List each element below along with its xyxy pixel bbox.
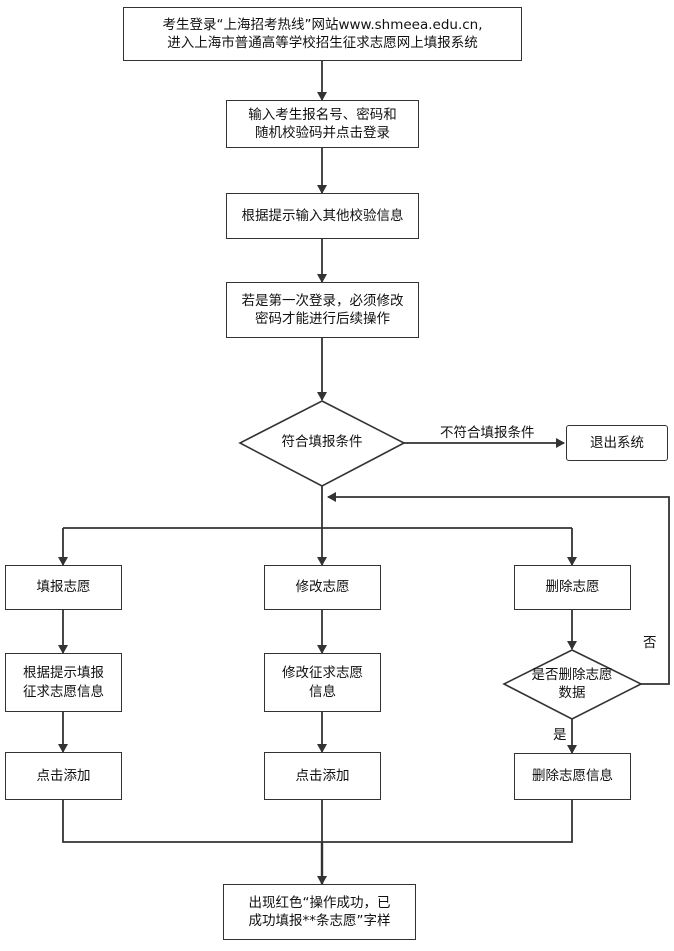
first-login-step: 若是第一次登录，必须修改 密码才能进行后续操作 xyxy=(226,282,419,338)
edge-confirm-no-loop xyxy=(327,492,670,685)
edge-add1-merge xyxy=(62,800,322,843)
success-message-step: 出现红色“操作成功，已 成功填报**条志愿”字样 xyxy=(223,884,416,940)
delete-confirm-diamond xyxy=(502,649,643,720)
condition-label: 符合填报条件 xyxy=(281,434,363,451)
click-add-step-1: 点击添加 xyxy=(5,752,122,800)
delete-info-step: 删除志愿信息 xyxy=(514,753,631,800)
modify-info-step: 修改征求志愿 信息 xyxy=(264,653,381,712)
not-eligible-label: 不符合填报条件 xyxy=(440,425,535,441)
fill-volunteer-step: 填报志愿 xyxy=(5,565,122,610)
delete-confirm-label: 是否删除志愿 数据 xyxy=(531,667,613,701)
delete-volunteer-step: 删除志愿 xyxy=(514,565,631,610)
fill-info-step: 根据提示填报 征求志愿信息 xyxy=(5,653,122,712)
yes-label: 是 xyxy=(553,727,567,743)
enter-credentials-step: 输入考生报名号、密码和 随机校验码并点击登录 xyxy=(226,100,419,148)
condition-diamond xyxy=(238,400,406,487)
exit-system-step: 退出系统 xyxy=(566,425,668,461)
click-add-step-2: 点击添加 xyxy=(264,752,381,800)
no-label: 否 xyxy=(643,635,657,651)
verify-info-step: 根据提示输入其他校验信息 xyxy=(226,193,419,239)
login-step: 考生登录“上海招考热线”网站www.shmeea.edu.cn, 进入上海市普通… xyxy=(123,7,522,61)
edge-deleteinfo-merge xyxy=(322,800,573,843)
modify-volunteer-step: 修改志愿 xyxy=(264,565,381,610)
